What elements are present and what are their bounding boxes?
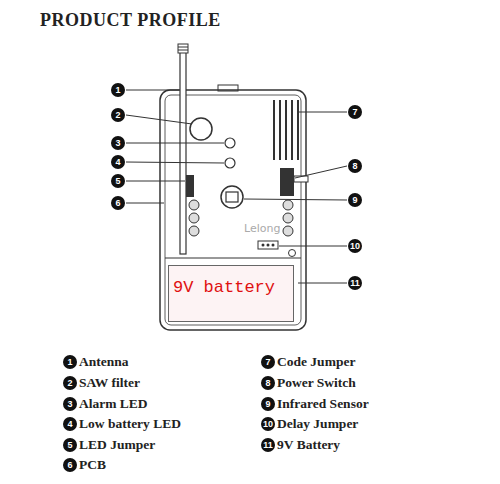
part-name: Infrared Sensor <box>277 396 369 412</box>
legend-number: 8 <box>261 376 275 390</box>
part-name: Code Jumper <box>277 354 355 370</box>
part-name: PCB <box>79 457 106 473</box>
part-name: Delay Jumper <box>277 416 358 432</box>
callout-number: 6 <box>111 196 125 210</box>
alarm-led <box>225 138 235 148</box>
title: PRODUCT PROFILE <box>40 10 221 31</box>
battery-divider <box>165 258 301 259</box>
callout-number: 2 <box>111 108 125 122</box>
power-switch <box>280 168 308 196</box>
part-name: Alarm LED <box>79 396 148 412</box>
legend-number: 10 <box>261 417 275 431</box>
code-jumper <box>274 100 298 160</box>
part-name: 9V Battery <box>277 437 340 453</box>
callout-number: 4 <box>111 155 125 169</box>
infrared-sensor <box>221 186 243 208</box>
housing-clip <box>218 85 238 91</box>
legend-number: 6 <box>63 458 77 472</box>
legend-number: 7 <box>261 355 275 369</box>
led-jumper <box>186 175 194 197</box>
part-name: Power Switch <box>277 375 356 391</box>
screw-holes <box>189 200 293 236</box>
legend-number: 3 <box>63 397 77 411</box>
callout-number: 10 <box>348 239 362 253</box>
part-name: SAW filter <box>79 375 140 391</box>
delay-jumper <box>258 241 278 249</box>
saw-filter <box>190 118 212 140</box>
legend-number: 2 <box>63 376 77 390</box>
low-battery-led <box>225 158 235 168</box>
part-name: Low battery LED <box>79 416 181 432</box>
callout-number: 8 <box>348 159 362 173</box>
legend-number: 11 <box>261 438 275 452</box>
callout-number: 9 <box>348 193 362 207</box>
callout-number: 3 <box>111 136 125 150</box>
legend-number: 1 <box>63 355 77 369</box>
battery-label: 9V battery <box>173 278 275 297</box>
callout-number: 1 <box>111 83 125 97</box>
antenna <box>178 44 188 254</box>
callout-number: 5 <box>111 174 125 188</box>
part-name: LED Jumper <box>79 437 155 453</box>
legend-number: 4 <box>63 417 77 431</box>
battery-box: 9V battery <box>168 265 294 322</box>
legend-number: 5 <box>63 438 77 452</box>
callout-number: 7 <box>348 105 362 119</box>
part-name: Antenna <box>79 354 129 370</box>
watermark: Lelong <box>244 222 280 235</box>
callout-number: 11 <box>348 276 362 290</box>
legend-number: 9 <box>261 397 275 411</box>
leader-lines <box>126 90 347 283</box>
hole <box>289 250 296 257</box>
